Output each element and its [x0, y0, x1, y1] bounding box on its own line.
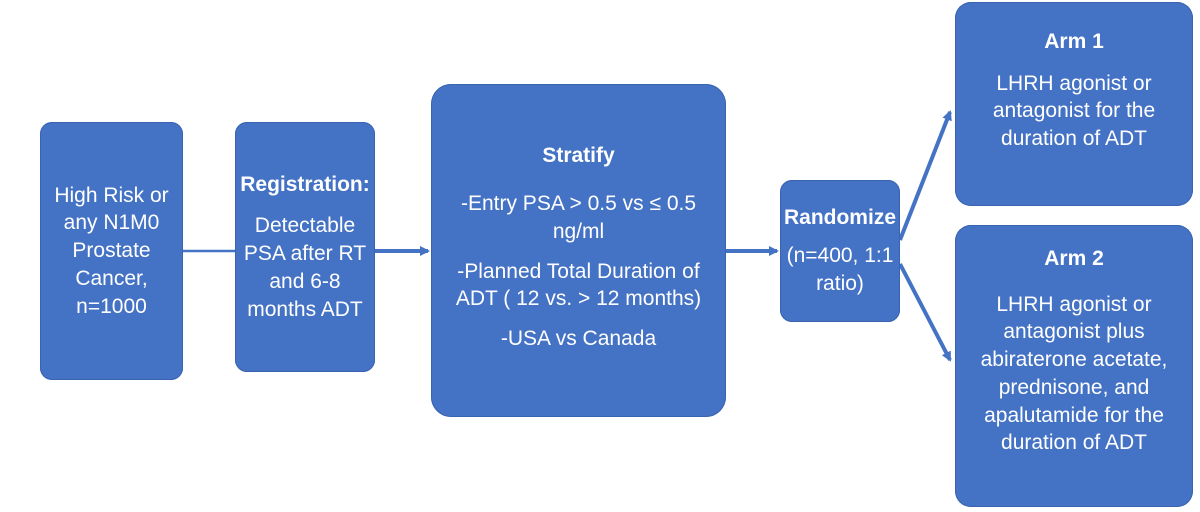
- arrow-randomize-to-arm2: [898, 263, 952, 362]
- stratify-item-adt-duration: -Planned Total Duration of ADT ( 12 vs. …: [456, 258, 701, 313]
- arm2-line: prednisone, and: [998, 375, 1150, 399]
- stratify-item-line: -Entry PSA > 0.5 vs ≤ 0.5: [460, 192, 697, 216]
- cohort-line: any N1M0: [63, 211, 160, 235]
- randomize-line: (n=400, 1:1: [786, 244, 894, 268]
- stratify-item-line: -Planned Total Duration of: [457, 259, 700, 283]
- arm1-heading: Arm 1: [1044, 30, 1104, 53]
- cohort-line: High Risk or: [54, 183, 169, 207]
- stratify-item-entry-psa: -Entry PSA > 0.5 vs ≤ 0.5 ng/ml: [461, 190, 696, 245]
- arm1-line: LHRH agonist or: [996, 71, 1152, 95]
- arm1-box: Arm 1 LHRH agonist or antagonist for the…: [955, 2, 1193, 206]
- arm2-line: duration of ADT: [1001, 431, 1147, 455]
- arm2-box: Arm 2 LHRH agonist or antagonist plus ab…: [955, 225, 1193, 507]
- arm2-line: abiraterone acetate,: [980, 348, 1168, 372]
- arm2-line: LHRH agonist or: [996, 292, 1152, 316]
- registration-line: months ADT: [247, 297, 363, 321]
- arm2-line: antagonist plus: [1003, 320, 1145, 344]
- stratify-heading: Stratify: [542, 144, 615, 168]
- stratify-box: Stratify -Entry PSA > 0.5 vs ≤ 0.5 ng/ml…: [431, 84, 726, 417]
- stratify-item-country: -USA vs Canada: [501, 325, 656, 353]
- cohort-line: Prostate: [72, 239, 151, 263]
- registration-line: Detectable: [254, 214, 356, 238]
- stratify-item-line: -USA vs Canada: [500, 326, 657, 350]
- randomize-heading: Randomize: [783, 206, 896, 230]
- arm1-line: duration of ADT: [1001, 127, 1147, 151]
- registration-line: PSA after RT: [243, 242, 367, 266]
- randomize-box: Randomize (n=400, 1:1 ratio): [780, 180, 900, 322]
- cohort-line: n=1000: [76, 294, 147, 318]
- randomize-line: ratio): [816, 271, 864, 295]
- cohort-line: Cancer,: [75, 266, 148, 290]
- cohort-box: High Risk or any N1M0 Prostate Cancer, n…: [40, 122, 183, 380]
- arm1-line: antagonist for the: [992, 99, 1156, 123]
- arrow-randomize-to-arm1: [898, 110, 952, 241]
- stratify-item-line: ng/ml: [552, 219, 605, 243]
- stratify-item-line: ADT ( 12 vs. > 12 months): [455, 287, 702, 311]
- registration-line: and 6-8: [269, 269, 341, 293]
- registration-box: Registration: Detectable PSA after RT an…: [235, 122, 375, 372]
- arm2-heading: Arm 2: [1044, 247, 1104, 270]
- arm2-line: apalutamide for the: [984, 403, 1164, 427]
- registration-heading: Registration:: [240, 172, 370, 196]
